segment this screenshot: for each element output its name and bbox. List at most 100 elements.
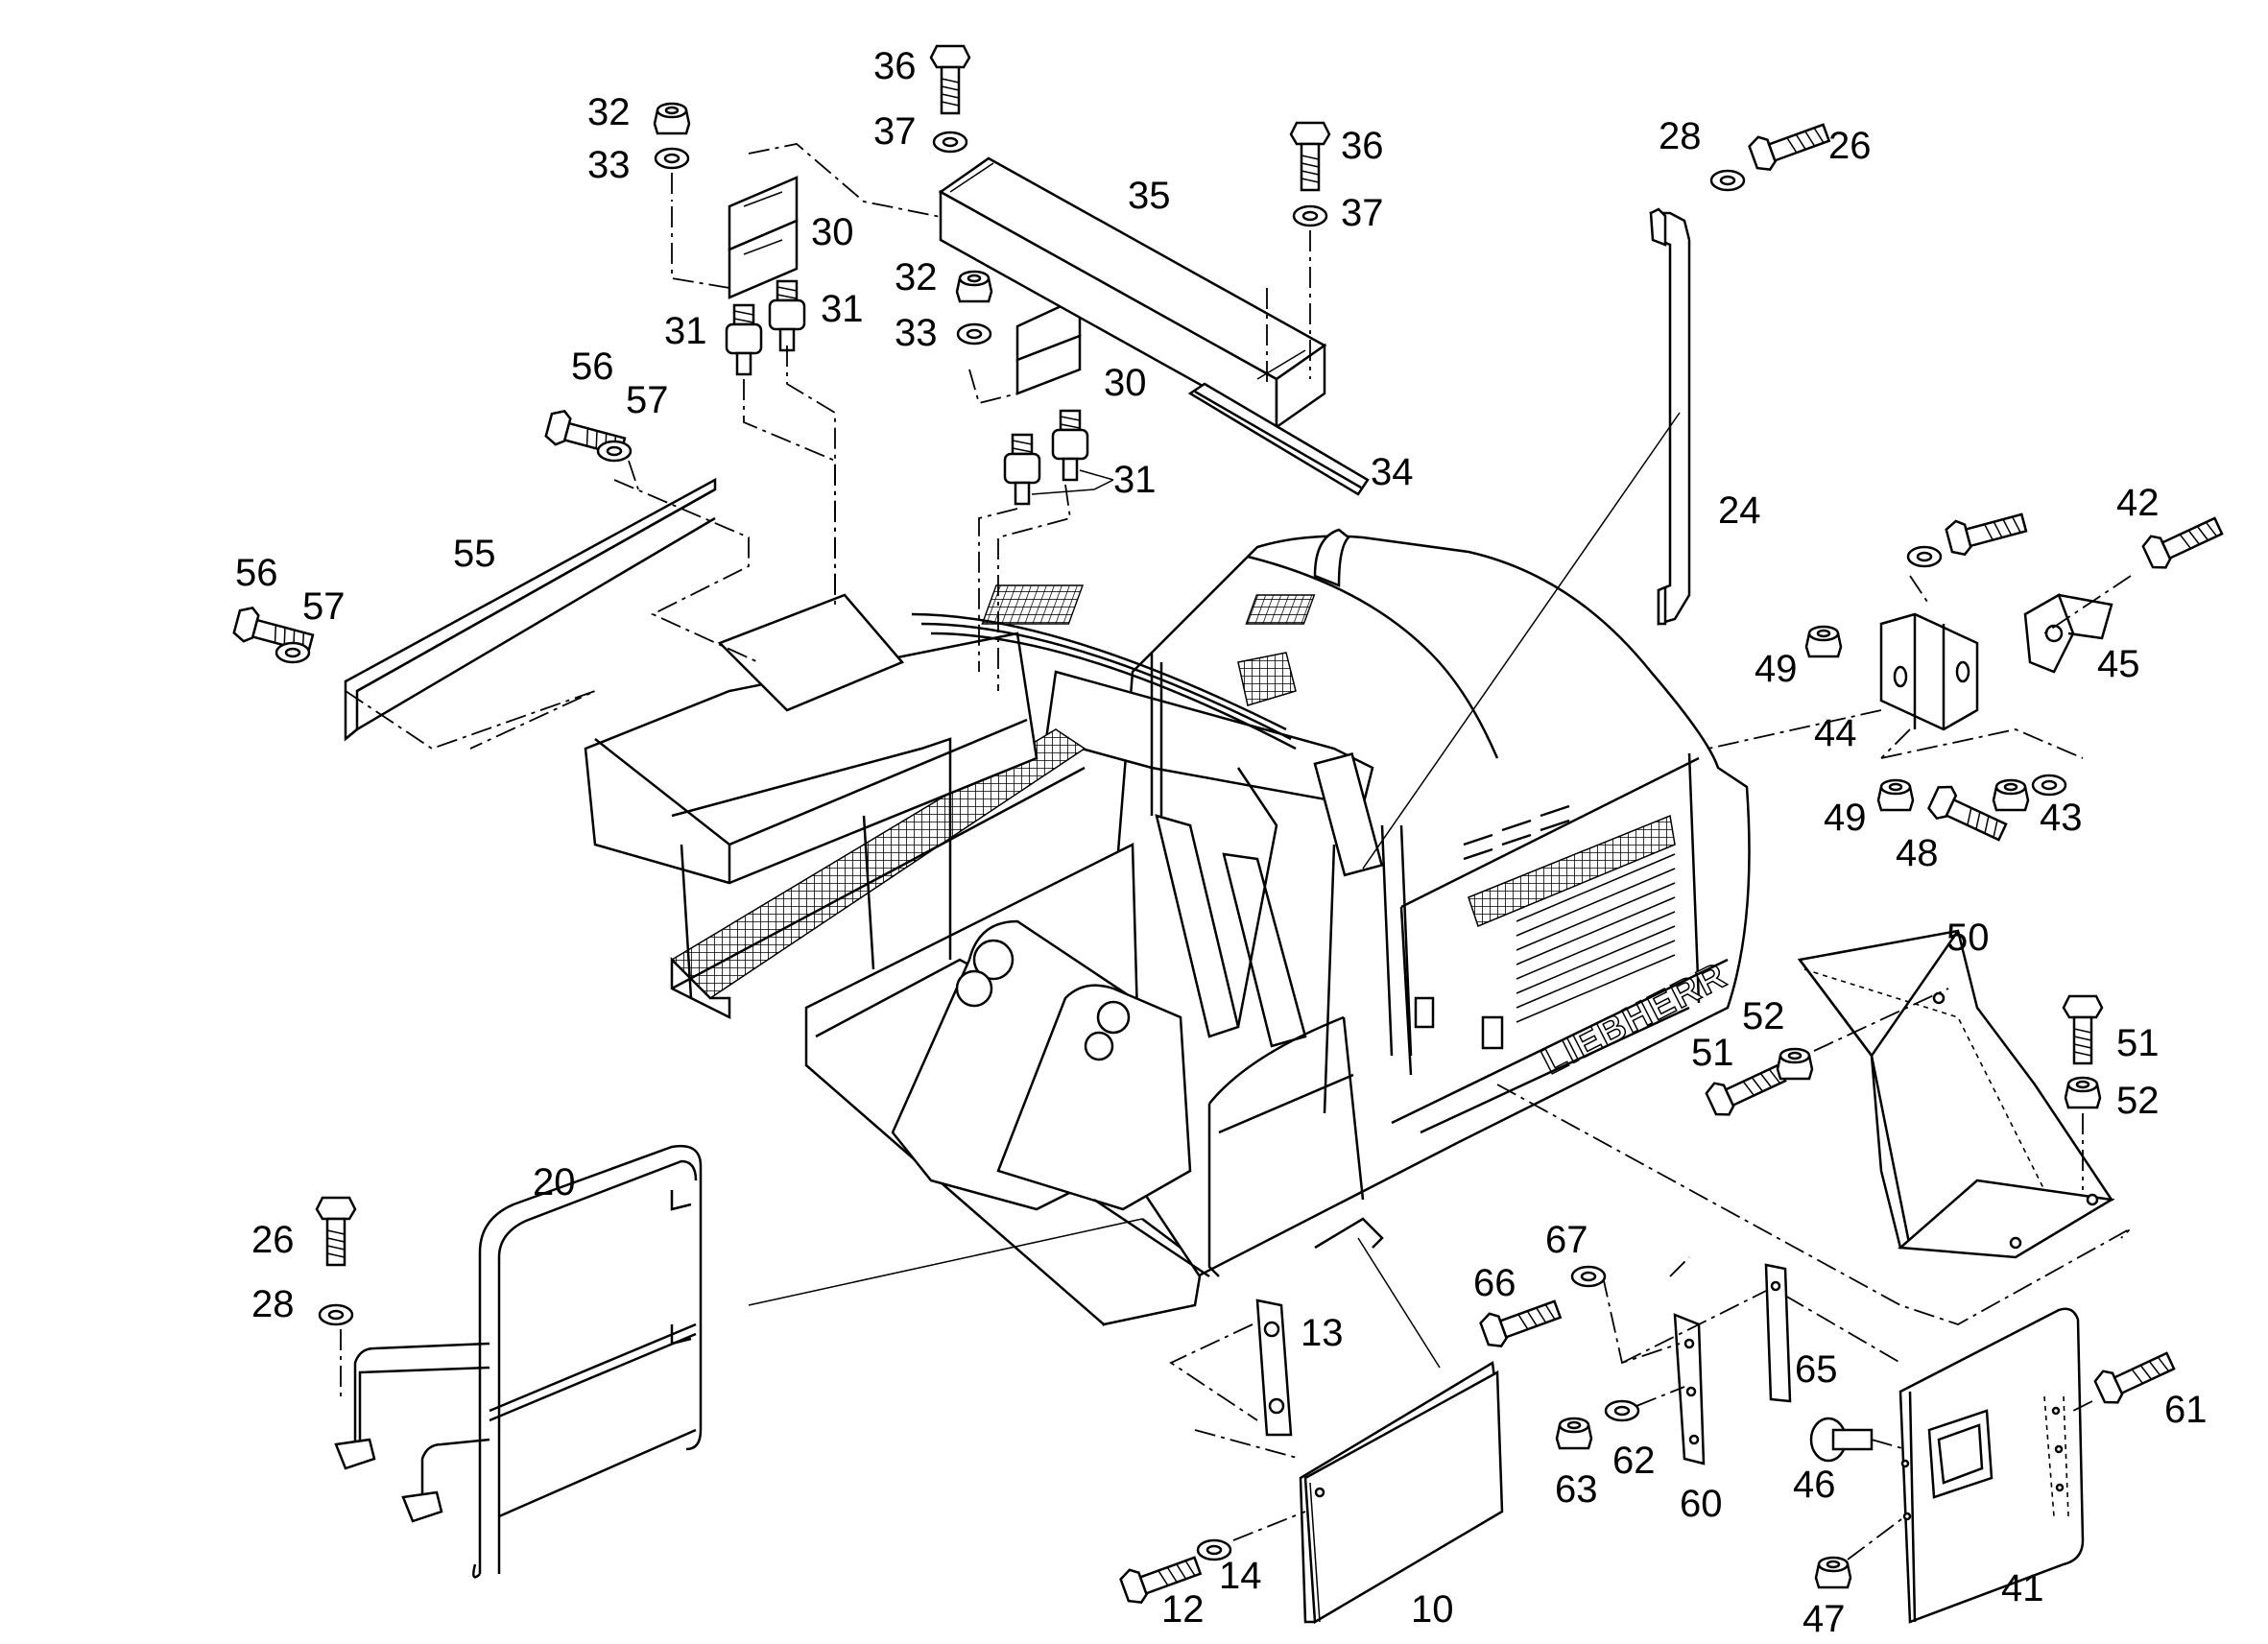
part-28b-washer bbox=[1709, 169, 1746, 192]
label-66: 66 bbox=[1473, 1262, 1516, 1304]
part-52b-nut bbox=[2064, 1076, 2102, 1109]
label-36b: 36 bbox=[1341, 125, 1384, 167]
part-33b-washer bbox=[956, 322, 992, 345]
part-20-ladder bbox=[334, 1144, 1143, 1579]
label-49b: 49 bbox=[1824, 797, 1867, 839]
part-26a-bolt bbox=[315, 1196, 357, 1267]
label-60: 60 bbox=[1680, 1483, 1723, 1525]
part-24-handrail bbox=[1649, 207, 1691, 626]
part-50-guard bbox=[1797, 929, 2115, 1259]
label-46: 46 bbox=[1793, 1464, 1836, 1506]
part-10-panel bbox=[1299, 1360, 1504, 1625]
label-31c: 31 bbox=[1113, 459, 1157, 501]
label-56a: 56 bbox=[571, 345, 614, 388]
part-57a-washer bbox=[596, 440, 633, 463]
label-62: 62 bbox=[1612, 1440, 1656, 1482]
label-56b: 56 bbox=[235, 552, 278, 594]
label-48: 48 bbox=[1896, 832, 1939, 874]
part-55-rail bbox=[344, 460, 759, 750]
part-36a-bolt bbox=[929, 44, 971, 115]
label-13: 13 bbox=[1301, 1312, 1344, 1354]
part-60-strap bbox=[1673, 1313, 1706, 1465]
part-36b-bolt bbox=[1289, 121, 1331, 192]
part-67-washer bbox=[1570, 1265, 1607, 1288]
part-51b-bolt bbox=[2062, 994, 2104, 1065]
part-37b-washer bbox=[1292, 204, 1328, 227]
part-35-plate bbox=[938, 156, 1327, 430]
label-26a: 26 bbox=[251, 1219, 295, 1261]
label-33b: 33 bbox=[895, 312, 938, 354]
part-26b-bolt bbox=[1746, 113, 1833, 175]
label-42: 42 bbox=[2116, 482, 2160, 524]
label-35: 35 bbox=[1128, 175, 1171, 217]
part-30a-bracket bbox=[671, 143, 961, 299]
part-63-nut bbox=[1555, 1417, 1593, 1450]
part-45-latch bbox=[2023, 593, 2113, 674]
label-55: 55 bbox=[453, 533, 496, 575]
part-31b-mount bbox=[768, 279, 806, 352]
part-57b-washer bbox=[275, 641, 311, 664]
part-13-plate bbox=[1255, 1299, 1293, 1437]
label-41: 41 bbox=[2001, 1567, 2044, 1609]
part-labels: 10 12 13 14 20 24 26 26 28 28 30 30 31 3… bbox=[235, 45, 2208, 1640]
label-43: 43 bbox=[2040, 797, 2083, 839]
label-57a: 57 bbox=[626, 379, 669, 421]
label-61: 61 bbox=[2164, 1389, 2208, 1431]
part-37a-washer bbox=[932, 131, 968, 154]
part-65-strap bbox=[1764, 1263, 1792, 1403]
label-51b: 51 bbox=[2116, 1022, 2160, 1064]
part-32b-nut bbox=[955, 270, 993, 303]
label-44: 44 bbox=[1814, 712, 1857, 754]
part-34-strip bbox=[1187, 382, 1370, 496]
label-45: 45 bbox=[2097, 643, 2140, 685]
label-32b: 32 bbox=[895, 256, 938, 298]
label-37b: 37 bbox=[1341, 192, 1384, 234]
label-36a: 36 bbox=[873, 45, 917, 87]
label-28a: 28 bbox=[251, 1283, 295, 1325]
label-28b: 28 bbox=[1659, 115, 1702, 157]
label-31b: 31 bbox=[821, 288, 864, 330]
label-10: 10 bbox=[1411, 1588, 1454, 1631]
label-52b: 52 bbox=[2116, 1080, 2160, 1122]
part-52a-nut bbox=[1776, 1047, 1814, 1081]
label-12: 12 bbox=[1161, 1588, 1205, 1631]
machine-body: LIEBHERR bbox=[584, 528, 1751, 1326]
label-33a: 33 bbox=[587, 144, 631, 186]
part-33a-washer bbox=[654, 147, 690, 170]
label-67: 67 bbox=[1545, 1219, 1588, 1261]
label-37a: 37 bbox=[873, 110, 917, 153]
label-65: 65 bbox=[1795, 1348, 1838, 1391]
label-32a: 32 bbox=[587, 91, 631, 133]
part-43b-washer bbox=[2031, 774, 2067, 797]
part-47-nut bbox=[1814, 1556, 1852, 1589]
part-41-cover bbox=[1898, 1307, 2085, 1624]
label-20: 20 bbox=[533, 1161, 576, 1203]
label-24: 24 bbox=[1718, 489, 1761, 532]
label-47: 47 bbox=[1802, 1598, 1846, 1640]
label-51a: 51 bbox=[1691, 1032, 1734, 1074]
part-44-bracket bbox=[1879, 612, 1979, 731]
part-28a-washer bbox=[318, 1303, 354, 1326]
label-50: 50 bbox=[1946, 917, 1990, 959]
part-43a-nut bbox=[1992, 778, 2030, 812]
part-30b-bracket bbox=[968, 296, 1082, 405]
label-26b: 26 bbox=[1828, 125, 1872, 167]
part-62-washer bbox=[1604, 1399, 1640, 1422]
label-52a: 52 bbox=[1742, 995, 1785, 1037]
label-63: 63 bbox=[1555, 1468, 1598, 1511]
label-14: 14 bbox=[1219, 1555, 1262, 1597]
part-49a-nut bbox=[1804, 625, 1843, 658]
part-31a-mount bbox=[725, 303, 763, 376]
label-34: 34 bbox=[1371, 451, 1414, 493]
label-31a: 31 bbox=[664, 310, 707, 352]
part-46-knob bbox=[1809, 1417, 1874, 1463]
part-49b-nut bbox=[1876, 778, 1915, 812]
part-31d-mount bbox=[1051, 409, 1089, 482]
part-washer-upper bbox=[1906, 545, 1943, 568]
part-bolt-upper bbox=[1943, 503, 2030, 560]
label-57b: 57 bbox=[302, 585, 346, 628]
label-30b: 30 bbox=[1104, 362, 1147, 404]
label-30a: 30 bbox=[811, 211, 854, 253]
label-49a: 49 bbox=[1755, 648, 1798, 690]
